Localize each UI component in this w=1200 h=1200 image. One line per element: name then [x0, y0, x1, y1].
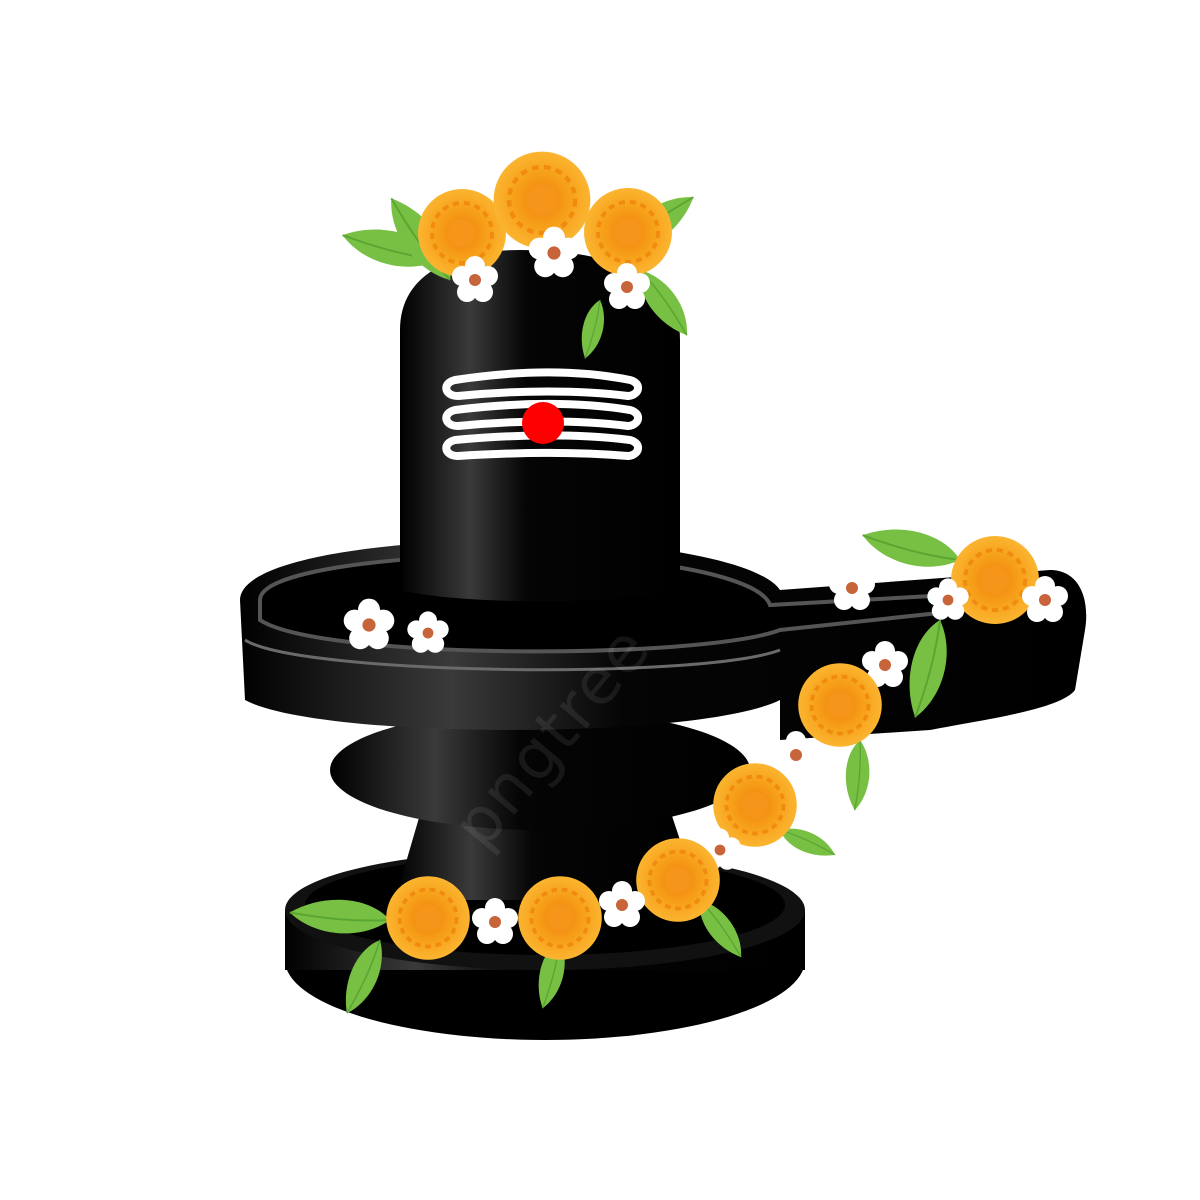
tilak-dot — [522, 402, 564, 444]
collar — [330, 710, 750, 830]
